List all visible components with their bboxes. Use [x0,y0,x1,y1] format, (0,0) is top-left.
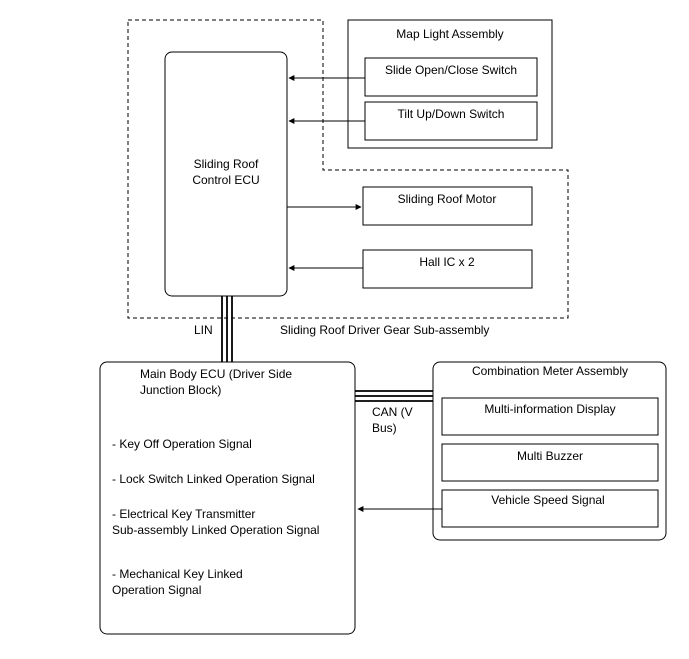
slide-switch-label: Slide Open/Close Switch [385,63,517,77]
can-label-line1: CAN (V [372,405,413,419]
signal-key-off: - Key Off Operation Signal [112,437,252,451]
hall-ic-box [362,249,533,289]
lin-bus [221,296,233,362]
main-body-ecu-box [99,361,356,635]
vehicle-speed-signal-box [441,489,659,528]
lin-label: LIN [194,323,213,337]
signal-electrical-key-line1: - Electrical Key Transmitter [112,507,255,521]
signal-mechanical-key-line1: - Mechanical Key Linked [112,567,243,581]
signal-mechanical-key-line2: Operation Signal [112,583,201,597]
can-bus [355,390,433,402]
multi-buzzer-label: Multi Buzzer [517,449,583,463]
driver-gear-label: Sliding Roof Driver Gear Sub-assembly [280,323,489,337]
multi-buzzer-box [441,443,659,482]
multi-info-display-box [441,397,659,436]
tilt-switch-label: Tilt Up/Down Switch [398,107,505,121]
combination-meter-title: Combination Meter Assembly [472,364,628,378]
signal-lock-switch: - Lock Switch Linked Operation Signal [112,472,315,486]
sliding-roof-ecu-label-line2: Control ECU [192,173,259,187]
slide-switch-box [364,57,538,97]
sliding-roof-ecu-label-line1: Sliding Roof [194,157,259,171]
can-label-line2: Bus) [372,421,397,435]
motor-box [362,186,533,226]
multi-info-display-label: Multi-information Display [484,402,615,416]
hall-ic-label: Hall IC x 2 [419,255,475,269]
sliding-roof-ecu-box [164,51,288,297]
driver-gear-boundary [127,19,569,319]
main-body-ecu-title-line2: Junction Block) [140,383,221,397]
main-body-ecu-title-line1: Main Body ECU (Driver Side [140,367,292,381]
vehicle-speed-signal-label: Vehicle Speed Signal [491,493,604,507]
map-light-assembly-title: Map Light Assembly [396,27,503,41]
motor-label: Sliding Roof Motor [398,192,497,206]
signal-electrical-key-line2: Sub-assembly Linked Operation Signal [112,523,319,537]
